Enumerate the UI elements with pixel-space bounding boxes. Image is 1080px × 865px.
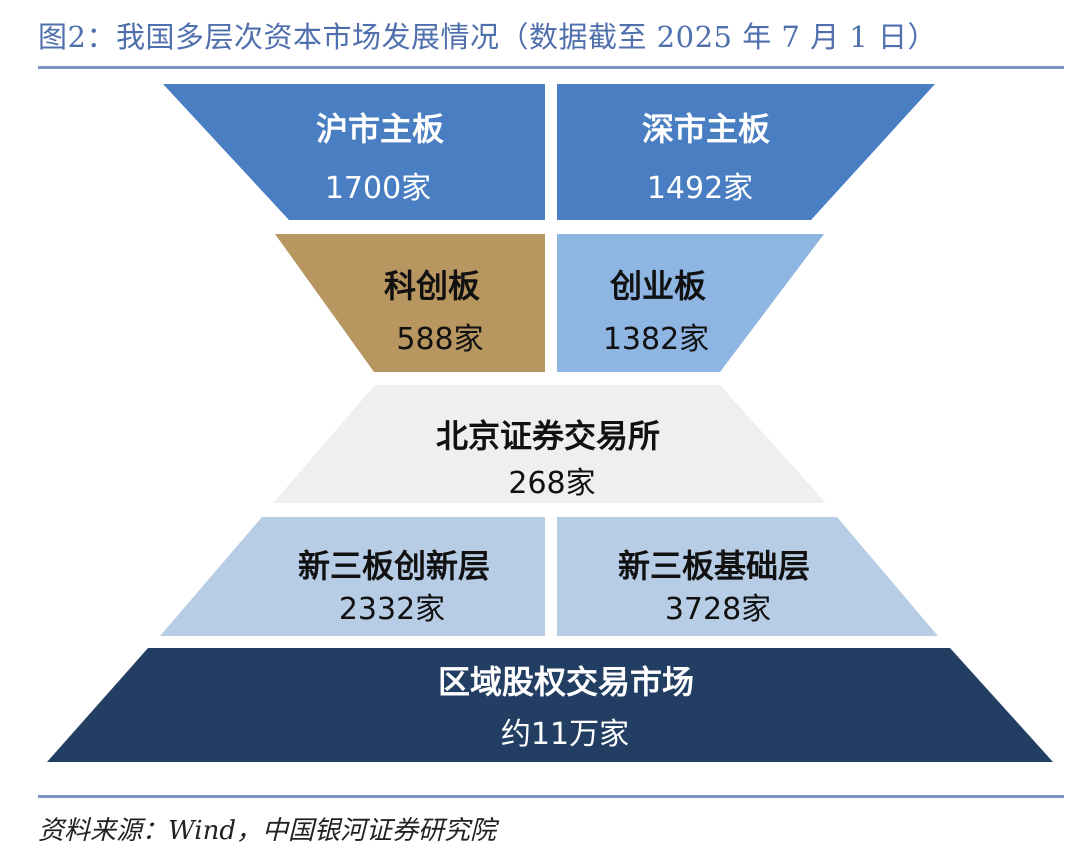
neeq-innovation-count: 2332家 [339, 592, 445, 627]
bse-shape [273, 385, 826, 503]
regional-market-shape [47, 648, 1053, 762]
star-market-shape [275, 234, 545, 372]
star-market-name: 科创板 [384, 267, 480, 305]
bse-name: 北京证券交易所 [436, 417, 660, 455]
bse-count: 268家 [508, 466, 595, 501]
neeq-basic-count: 3728家 [665, 592, 771, 627]
title-divider [38, 66, 1064, 69]
chinext-name: 创业板 [609, 267, 706, 305]
source-note: 资料来源：Wind，中国银河证券研究院 [38, 816, 496, 846]
chinext-count: 1382家 [603, 322, 709, 357]
chinext-shape [557, 234, 824, 372]
star-market-count: 588家 [396, 322, 483, 357]
source-divider [38, 795, 1064, 798]
sh-main-board-name: 沪市主板 [316, 110, 444, 148]
regional-market-name: 区域股权交易市场 [438, 663, 694, 701]
neeq-basic-shape [557, 517, 938, 636]
regional-market-count: 约11万家 [501, 717, 629, 752]
neeq-basic-name: 新三板基础层 [618, 547, 810, 585]
neeq-innovation-name: 新三板创新层 [298, 547, 490, 585]
sz-main-board-count: 1492家 [647, 171, 753, 206]
sz-main-board-name: 深市主板 [642, 110, 770, 148]
sh-main-board-shape [163, 84, 545, 220]
sh-main-board-count: 1700家 [325, 171, 431, 206]
sz-main-board-shape [557, 84, 935, 220]
figure-title: 图2：我国多层次资本市场发展情况（数据截至 2025 年 7 月 1 日） [38, 20, 937, 54]
neeq-innovation-shape [160, 517, 545, 636]
